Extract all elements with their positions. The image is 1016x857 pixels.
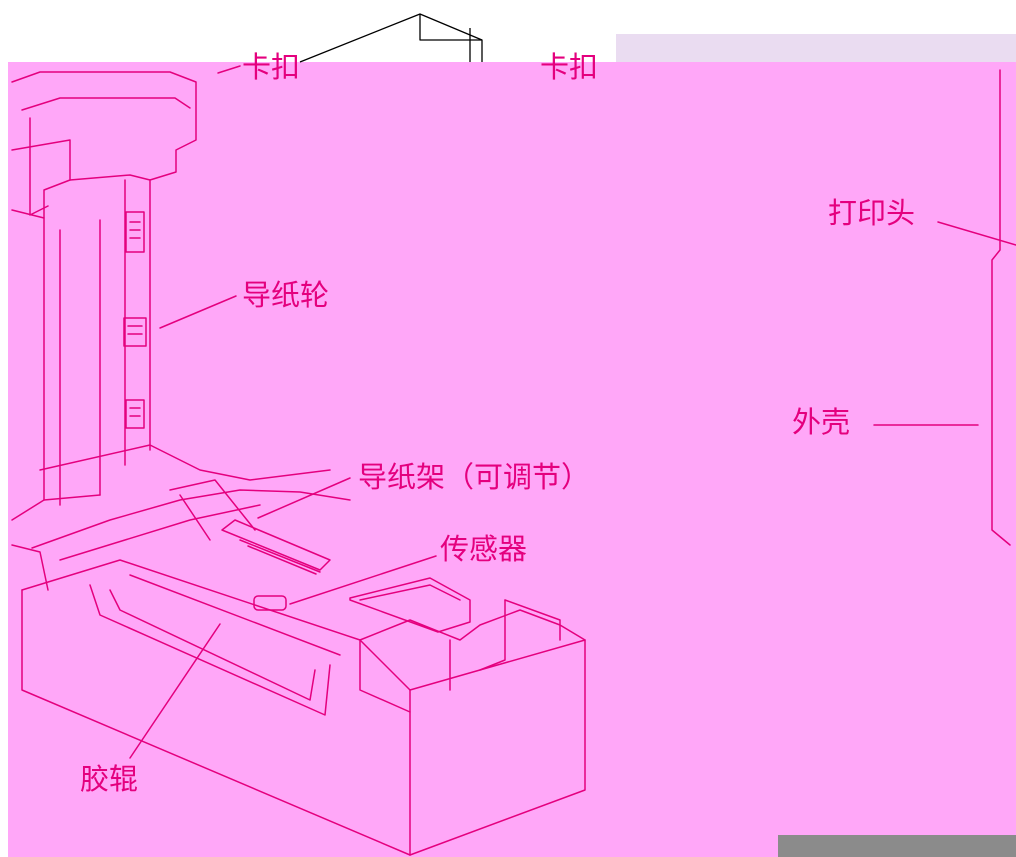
label-housing: 外壳 — [792, 405, 851, 439]
label-rubber-roller: 胶辊 — [80, 762, 139, 796]
label-latch: 卡扣 — [242, 50, 301, 84]
sensor-slot — [253, 595, 287, 611]
leader-latch — [217, 65, 241, 74]
leader-rubber-roller — [129, 623, 221, 759]
label-paper-guide-rack: 导纸架（可调节） — [358, 460, 591, 494]
label-print-head: 打印头 — [828, 196, 916, 230]
leader-paper-guide-wheel — [159, 295, 237, 329]
leader-print-head — [937, 221, 1016, 246]
printer-top-sketch — [299, 13, 483, 63]
leader-paper-guide-rack — [257, 477, 351, 519]
printer-lid — [11, 71, 197, 591]
top-strip — [616, 34, 1016, 64]
printer-base — [21, 444, 586, 856]
label-paper-guide-wheel: 导纸轮 — [242, 278, 330, 312]
paper-guide-wheel — [123, 211, 147, 429]
label-top-middle: 卡扣 — [540, 50, 599, 84]
label-sensor: 传感器 — [440, 532, 528, 566]
paper-guide-rack — [169, 479, 471, 633]
leader-sensor — [289, 555, 437, 605]
diagram-background — [8, 62, 1016, 857]
bottom-bar — [778, 835, 1016, 857]
housing-right-edge — [991, 69, 1011, 546]
